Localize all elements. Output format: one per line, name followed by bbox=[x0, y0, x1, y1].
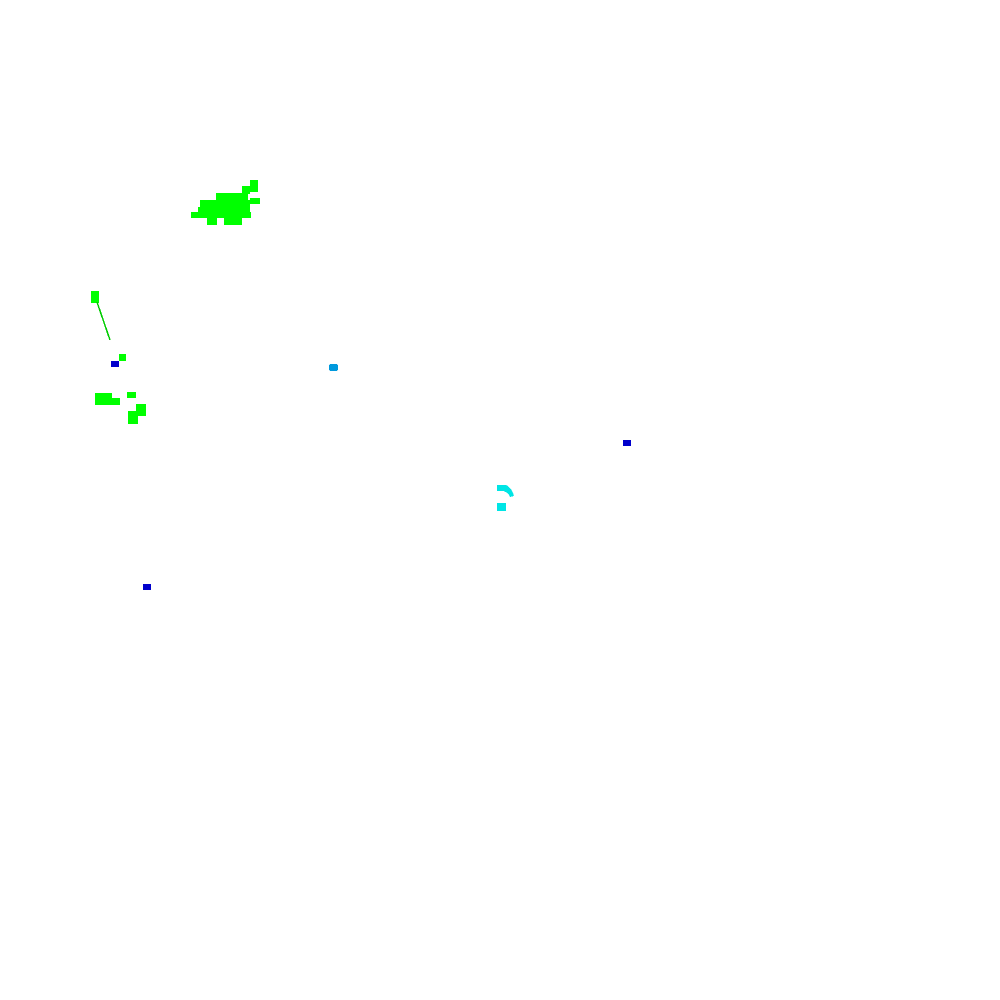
blue-dot bbox=[623, 440, 631, 446]
cyan-arc bbox=[497, 485, 514, 511]
blue-dot bbox=[111, 361, 119, 367]
green-block bbox=[250, 198, 260, 204]
green-block bbox=[128, 411, 138, 424]
green-block bbox=[216, 193, 248, 201]
green-dot bbox=[119, 354, 126, 361]
cyan-block bbox=[497, 503, 506, 511]
green-block bbox=[207, 217, 217, 225]
green-block bbox=[191, 212, 251, 218]
green-block bbox=[224, 217, 242, 225]
green-block bbox=[200, 200, 250, 208]
green-block bbox=[198, 207, 250, 213]
green-block bbox=[127, 392, 136, 398]
green-block bbox=[136, 404, 146, 416]
green-cluster-large bbox=[191, 180, 260, 225]
green-block bbox=[242, 186, 250, 194]
green-block bbox=[95, 393, 112, 405]
cyan-arc-stroke bbox=[497, 485, 514, 497]
green-block bbox=[250, 180, 258, 192]
azure-dot bbox=[329, 364, 338, 371]
green-block bbox=[111, 398, 120, 405]
green-tick-line bbox=[91, 291, 111, 341]
blue-dot bbox=[143, 584, 151, 590]
green-line bbox=[96, 301, 111, 341]
green-block bbox=[91, 291, 99, 303]
green-cluster-small bbox=[95, 392, 146, 424]
